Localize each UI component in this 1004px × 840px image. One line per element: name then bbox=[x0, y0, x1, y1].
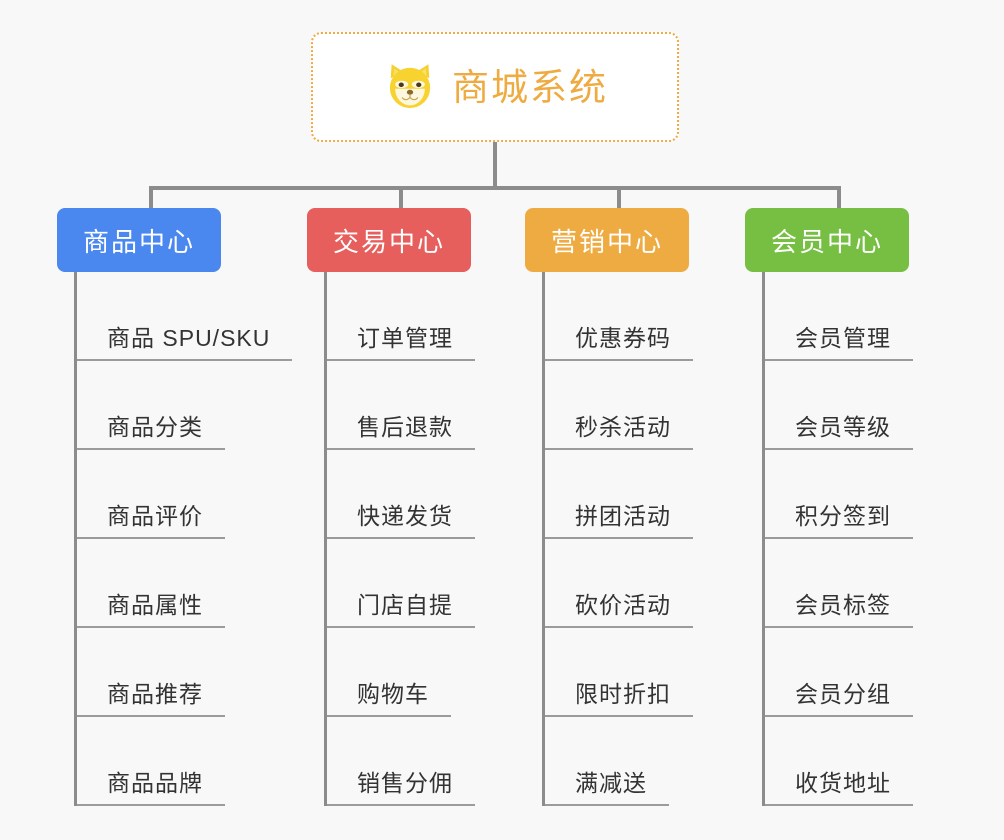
leaf-item[interactable]: 商品评价 bbox=[77, 450, 292, 539]
leaf-label: 砍价活动 bbox=[575, 591, 671, 618]
leaf-label: 商品 SPU/SKU bbox=[107, 324, 271, 351]
leaf-label: 商品评价 bbox=[107, 502, 203, 529]
leaf-label: 优惠券码 bbox=[575, 324, 671, 351]
leaf-label: 购物车 bbox=[357, 680, 429, 707]
leaf-label: 收货地址 bbox=[795, 769, 891, 796]
leaf-item[interactable]: 快递发货 bbox=[327, 450, 475, 539]
branch-0: 商品 SPU/SKU 商品分类 商品评价 商品属性 商品推荐 商品品牌 bbox=[74, 272, 293, 806]
leaf-label: 会员管理 bbox=[795, 324, 891, 351]
leaf-label: 商品推荐 bbox=[107, 680, 203, 707]
leaf-label: 会员标签 bbox=[795, 591, 891, 618]
leaf-label: 秒杀活动 bbox=[575, 413, 671, 440]
leaf-item[interactable]: 满减送 bbox=[545, 717, 693, 806]
leaf-item[interactable]: 购物车 bbox=[327, 628, 475, 717]
category-header-2[interactable]: 营销中心 bbox=[525, 208, 690, 272]
category-header-label-1: 交易中心 bbox=[333, 226, 446, 257]
leaf-item[interactable]: 销售分佣 bbox=[327, 717, 475, 806]
leaf-label: 订单管理 bbox=[357, 324, 453, 351]
category-header-label-2: 营销中心 bbox=[551, 226, 664, 257]
leaf-item[interactable]: 会员标签 bbox=[765, 539, 913, 628]
leaf-item[interactable]: 商品属性 bbox=[77, 539, 292, 628]
connector-drop-1 bbox=[149, 186, 153, 208]
category-header-label-0: 商品中心 bbox=[83, 226, 196, 257]
category-header-1[interactable]: 交易中心 bbox=[307, 208, 472, 272]
root-title: 商城系统 bbox=[452, 66, 608, 108]
leaf-label: 积分签到 bbox=[795, 502, 891, 529]
category-column-0: 商品中心 商品 SPU/SKU 商品分类 商品评价 商品属性 商品推荐 商品品牌 bbox=[57, 208, 293, 806]
leaf-item[interactable]: 优惠券码 bbox=[545, 272, 693, 361]
category-header-3[interactable]: 会员中心 bbox=[745, 208, 910, 272]
leaf-item[interactable]: 商品推荐 bbox=[77, 628, 292, 717]
leaf-item[interactable]: 会员管理 bbox=[765, 272, 913, 361]
shiba-dog-face-icon bbox=[389, 64, 431, 108]
root-node[interactable]: 商城系统 bbox=[311, 32, 679, 142]
leaf-label: 满减送 bbox=[575, 769, 647, 796]
category-header-label-3: 会员中心 bbox=[771, 226, 884, 257]
leaf-label: 商品属性 bbox=[107, 591, 203, 618]
leaf-item[interactable]: 秒杀活动 bbox=[545, 361, 693, 450]
connector-drop-3 bbox=[617, 186, 621, 208]
category-column-2: 营销中心 优惠券码 秒杀活动 拼团活动 砍价活动 限时折扣 满减送 bbox=[525, 208, 693, 806]
leaf-item[interactable]: 商品分类 bbox=[77, 361, 292, 450]
leaf-item[interactable]: 商品 SPU/SKU bbox=[77, 272, 293, 361]
leaf-label: 销售分佣 bbox=[357, 769, 453, 796]
category-header-0[interactable]: 商品中心 bbox=[57, 208, 222, 272]
leaf-item[interactable]: 会员等级 bbox=[765, 361, 913, 450]
leaf-label: 快递发货 bbox=[357, 502, 453, 529]
leaf-label: 会员分组 bbox=[795, 680, 891, 707]
leaf-item[interactable]: 商品品牌 bbox=[77, 717, 292, 806]
branch-2: 优惠券码 秒杀活动 拼团活动 砍价活动 限时折扣 满减送 bbox=[542, 272, 693, 806]
leaf-item[interactable]: 会员分组 bbox=[765, 628, 913, 717]
leaf-item[interactable]: 售后退款 bbox=[327, 361, 475, 450]
branch-3: 会员管理 会员等级 积分签到 会员标签 会员分组 收货地址 bbox=[762, 272, 913, 806]
leaf-label: 会员等级 bbox=[795, 413, 891, 440]
leaf-item[interactable]: 限时折扣 bbox=[545, 628, 693, 717]
leaf-label: 商品分类 bbox=[107, 413, 203, 440]
leaf-label: 商品品牌 bbox=[107, 769, 203, 796]
category-column-3: 会员中心 会员管理 会员等级 积分签到 会员标签 会员分组 收货地址 bbox=[745, 208, 913, 806]
category-column-1: 交易中心 订单管理 售后退款 快递发货 门店自提 购物车 销售分佣 bbox=[307, 208, 475, 806]
leaf-item[interactable]: 门店自提 bbox=[327, 539, 475, 628]
leaf-item[interactable]: 订单管理 bbox=[327, 272, 475, 361]
leaf-item[interactable]: 积分签到 bbox=[765, 450, 913, 539]
leaf-label: 拼团活动 bbox=[575, 502, 671, 529]
connector-horizontal-bus bbox=[149, 186, 841, 190]
connector-root-stem bbox=[493, 142, 497, 190]
leaf-label: 售后退款 bbox=[357, 413, 453, 440]
leaf-item[interactable]: 拼团活动 bbox=[545, 450, 693, 539]
leaf-label: 限时折扣 bbox=[575, 680, 671, 707]
branch-1: 订单管理 售后退款 快递发货 门店自提 购物车 销售分佣 bbox=[324, 272, 475, 806]
connector-drop-2 bbox=[399, 186, 403, 208]
leaf-item[interactable]: 收货地址 bbox=[765, 717, 913, 806]
connector-drop-4 bbox=[837, 186, 841, 208]
leaf-item[interactable]: 砍价活动 bbox=[545, 539, 693, 628]
leaf-label: 门店自提 bbox=[357, 591, 453, 618]
